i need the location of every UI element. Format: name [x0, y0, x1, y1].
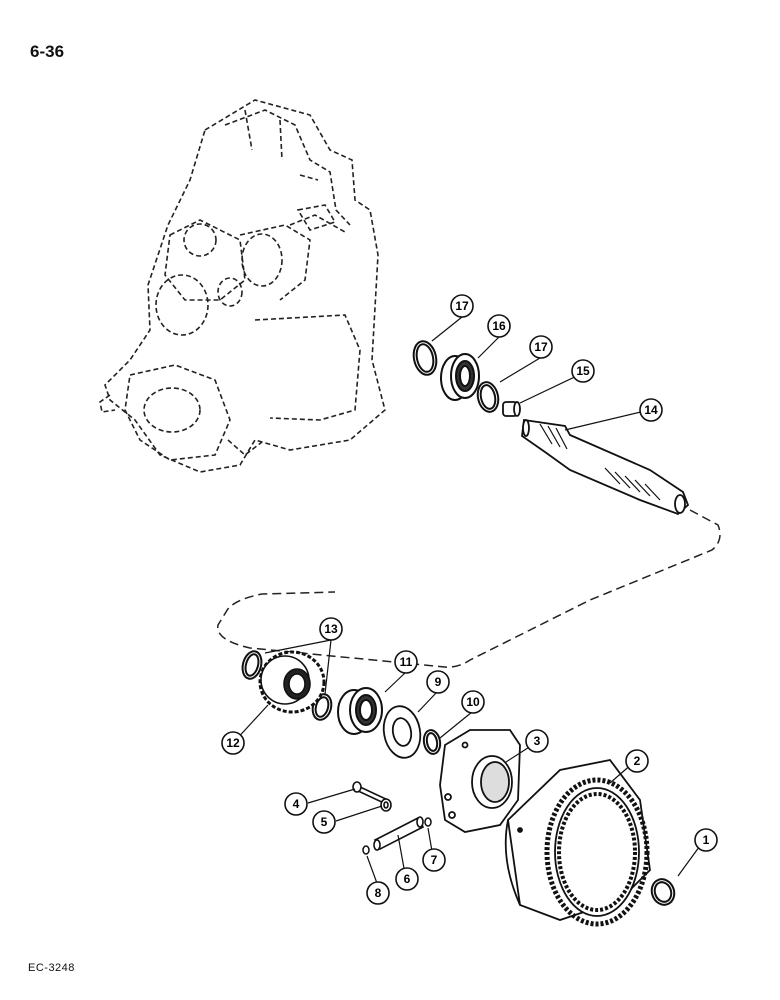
callout-8: 8	[366, 881, 390, 905]
snap-ring-17a	[412, 340, 438, 376]
callout-1: 1	[694, 828, 718, 852]
callout-17a: 17	[450, 294, 474, 318]
svg-text:12: 12	[226, 736, 240, 750]
reference-code: EC-3248	[28, 962, 75, 974]
o-ring-8	[362, 845, 370, 855]
svg-text:7: 7	[431, 853, 438, 867]
callout-15: 15	[571, 359, 595, 383]
svg-text:6: 6	[404, 872, 411, 886]
callout-17b: 17	[529, 335, 553, 359]
pin-6	[373, 816, 425, 851]
callout-7: 7	[422, 848, 446, 872]
svg-text:16: 16	[492, 319, 506, 333]
svg-text:15: 15	[576, 364, 590, 378]
snap-ring-13a	[241, 650, 263, 680]
svg-text:2: 2	[634, 754, 641, 768]
callout-11: 11	[394, 650, 418, 674]
svg-text:1: 1	[703, 833, 710, 847]
housing-phantom	[99, 99, 386, 473]
washer-5	[380, 798, 392, 812]
callout-6: 6	[395, 867, 419, 891]
callout-4: 4	[284, 792, 308, 816]
shaft-14	[521, 418, 690, 516]
svg-text:10: 10	[466, 695, 480, 709]
assembly-path-line	[217, 509, 721, 668]
svg-text:11: 11	[400, 655, 413, 669]
svg-text:17: 17	[455, 299, 469, 313]
snap-ring-10	[422, 729, 442, 755]
callout-3: 3	[525, 729, 549, 753]
callout-14: 14	[639, 398, 663, 422]
svg-text:3: 3	[534, 734, 541, 748]
spur-gear-12	[258, 650, 326, 714]
bushing-15	[502, 401, 521, 417]
svg-text:13: 13	[324, 622, 338, 636]
callout-2: 2	[625, 749, 649, 773]
callout-16: 16	[487, 314, 511, 338]
carrier-3	[439, 729, 521, 833]
callout-5: 5	[312, 810, 336, 834]
bolt-4	[352, 781, 390, 806]
page-number: 6-36	[30, 42, 65, 61]
callout-12: 12	[221, 731, 245, 755]
bearing-11	[337, 687, 383, 735]
callout-9: 9	[426, 670, 450, 694]
o-ring-7	[424, 817, 432, 827]
washer-9	[382, 705, 422, 759]
svg-text:14: 14	[644, 403, 658, 417]
snap-ring-1	[650, 878, 676, 906]
svg-text:5: 5	[321, 815, 328, 829]
svg-text:4: 4	[293, 797, 300, 811]
callout-10: 10	[461, 690, 485, 714]
bearing-16	[440, 353, 480, 401]
callout-13: 13	[319, 617, 343, 641]
svg-text:9: 9	[435, 675, 442, 689]
svg-text:8: 8	[375, 886, 382, 900]
ring-gear-2	[504, 759, 651, 927]
svg-text:17: 17	[534, 340, 548, 354]
snap-ring-17b	[476, 381, 500, 413]
